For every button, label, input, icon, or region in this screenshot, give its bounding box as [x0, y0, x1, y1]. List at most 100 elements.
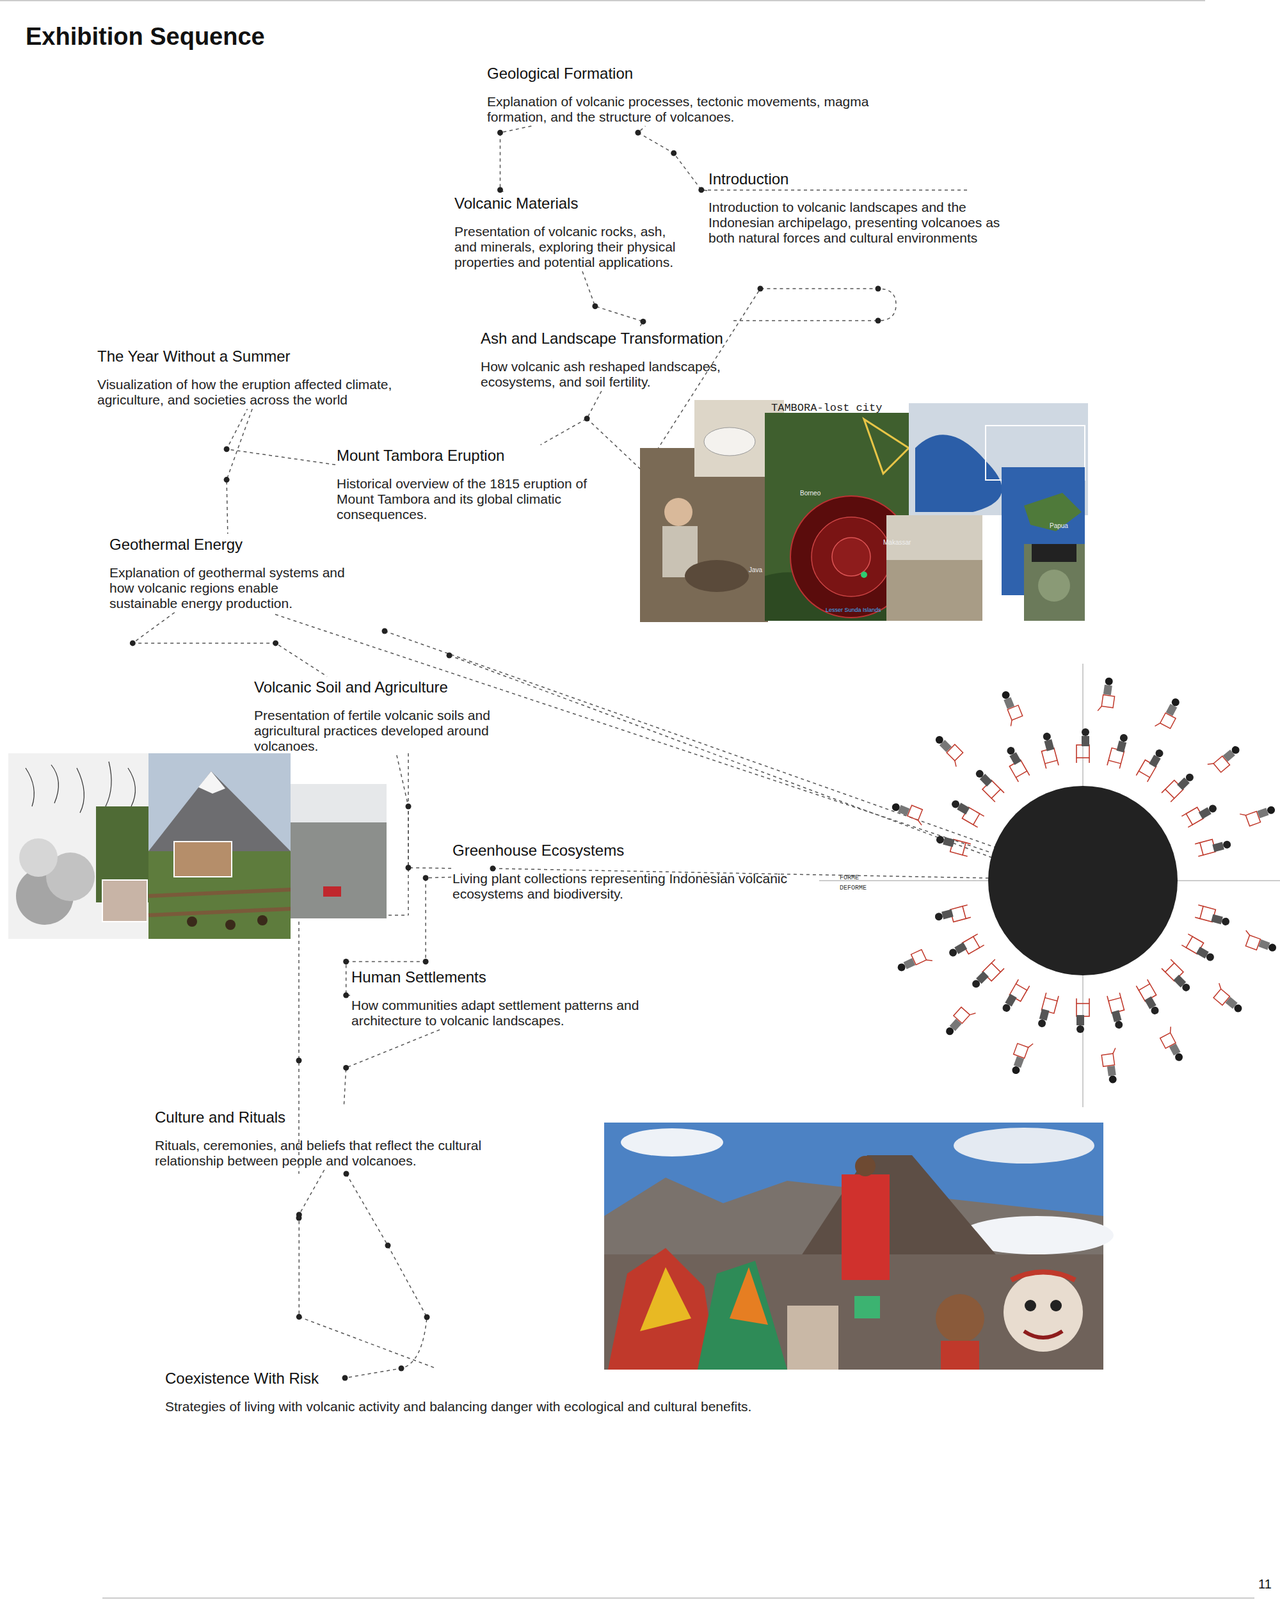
- path-dot: [224, 476, 230, 483]
- costume: [640, 1267, 692, 1332]
- seat-figure: [1100, 1047, 1120, 1085]
- map-marker: [860, 571, 868, 578]
- seat-figure: [1207, 742, 1244, 776]
- relief-sea: [915, 434, 1003, 512]
- path-dot: [423, 874, 429, 881]
- seat-figure: [1037, 992, 1059, 1030]
- annotation-label: Papua: [1049, 522, 1069, 530]
- seat-figure: [1136, 745, 1165, 783]
- photo-sky: [290, 784, 387, 823]
- exhibit-stop: The Year Without a SummerVisualization o…: [96, 345, 432, 409]
- sequence-connector: [298, 1169, 434, 1368]
- seat-figure: [941, 1003, 976, 1040]
- stop-description: Historical overview of the 1815 eruption…: [336, 476, 606, 523]
- path-dot: [757, 286, 764, 292]
- inset-photo: [174, 841, 232, 877]
- path-dot: [342, 1375, 349, 1382]
- stop-heading: Greenhouse Ecosystems: [452, 840, 831, 860]
- stop-heading: Culture and Rituals: [154, 1107, 530, 1127]
- photo-smoke: [8, 753, 150, 939]
- bottom-rule: [102, 1597, 1255, 1599]
- seat-figure: [1007, 1038, 1033, 1077]
- mask: [1003, 1272, 1083, 1352]
- forum-plan: [819, 663, 1280, 1108]
- stop-heading: Ash and Landscape Transformation: [480, 328, 756, 348]
- stop-description: How communities adapt settlement pattern…: [351, 997, 685, 1029]
- exhibit-stop: Culture and RitualsRituals, ceremonies, …: [153, 1106, 531, 1170]
- stop-heading: The Year Without a Summer: [97, 346, 431, 366]
- seat-figure: [1000, 979, 1030, 1016]
- seat-figure: [1037, 732, 1059, 769]
- mask-ornament: [1011, 1272, 1076, 1281]
- photo-painting: [886, 515, 983, 621]
- portrait-face: [1038, 569, 1071, 602]
- path-dot: [343, 992, 349, 999]
- path-dot: [296, 1057, 303, 1064]
- map-island: [1024, 492, 1082, 532]
- path-dot: [875, 286, 882, 292]
- exhibit-stop: Geological FormationExplanation of volca…: [485, 62, 876, 127]
- annotation-label: TAMBORA-lost city: [771, 401, 882, 415]
- seat-figure: [1239, 801, 1278, 828]
- sketch-figure: [864, 419, 909, 474]
- sequence-connector: [396, 755, 452, 869]
- seat-figure: [1157, 1026, 1188, 1064]
- stop-description: Introduction to volcanic landscapes and …: [708, 199, 1013, 246]
- stop-description: Presentation of volcanic rocks, ash, and…: [454, 224, 682, 271]
- path-dot: [584, 416, 591, 422]
- path-dot: [343, 1064, 349, 1071]
- field-rows: [148, 889, 291, 916]
- seat-figure: [1107, 992, 1129, 1030]
- stop-heading: Volcanic Materials: [454, 193, 682, 213]
- path-dot: [497, 186, 504, 193]
- path-dot: [698, 186, 704, 193]
- seat-figure: [1161, 959, 1195, 993]
- photo-figure: [664, 497, 693, 527]
- seat-figure: [931, 731, 967, 767]
- path-dot: [385, 1242, 392, 1249]
- annotation-label: Lesser Sunda Islands: [825, 606, 882, 614]
- seat-figure: [997, 688, 1025, 727]
- exhibit-stop: Coexistence With RiskStrategies of livin…: [163, 1367, 832, 1416]
- mountain-snow: [198, 771, 226, 794]
- seat-figure: [947, 933, 985, 962]
- route-line: [344, 1173, 427, 1378]
- seat-figure: [1181, 798, 1218, 827]
- eruption-radius: [832, 537, 871, 576]
- seat-figure: [970, 959, 1005, 993]
- exhibit-stop: Geothermal EnergyExplanation of geotherm…: [108, 533, 349, 613]
- stop-heading: Geological Formation: [487, 64, 875, 83]
- annotation-label: Java: [748, 566, 763, 574]
- exhibit-stop: IntroductionIntroduction to volcanic lan…: [707, 168, 1014, 248]
- painting-sky: [886, 515, 983, 560]
- path-dot: [224, 446, 230, 452]
- figure-robe: [787, 1305, 839, 1370]
- volcano-void: [988, 785, 1178, 976]
- basket: [854, 1296, 880, 1319]
- figure-head: [855, 1155, 876, 1177]
- seat-figure: [1000, 745, 1030, 783]
- tambora-collage: [640, 400, 1088, 623]
- farmer: [186, 916, 198, 927]
- sequence-connector: [226, 408, 253, 534]
- figure-cloth: [940, 1340, 980, 1370]
- stop-heading: Mount Tambora Eruption: [336, 446, 606, 465]
- stop-description: Living plant collections representing In…: [452, 871, 831, 902]
- path-dot: [423, 958, 429, 965]
- farmer: [225, 919, 236, 930]
- volcano-cone: [800, 1155, 999, 1258]
- path-dot: [296, 1212, 303, 1218]
- inset-map: [102, 880, 148, 922]
- portrait-hair: [1031, 544, 1077, 562]
- eruption-radius: [811, 517, 891, 597]
- path-dot: [343, 958, 349, 965]
- annotation-label: FORME: [839, 874, 859, 882]
- path-dot: [398, 1365, 405, 1372]
- seat-figure: [1194, 835, 1232, 857]
- path-dot: [634, 129, 641, 136]
- bowl: [704, 427, 756, 456]
- route-line: [407, 753, 409, 916]
- costume: [729, 1267, 768, 1325]
- photo-mountain: [148, 753, 291, 939]
